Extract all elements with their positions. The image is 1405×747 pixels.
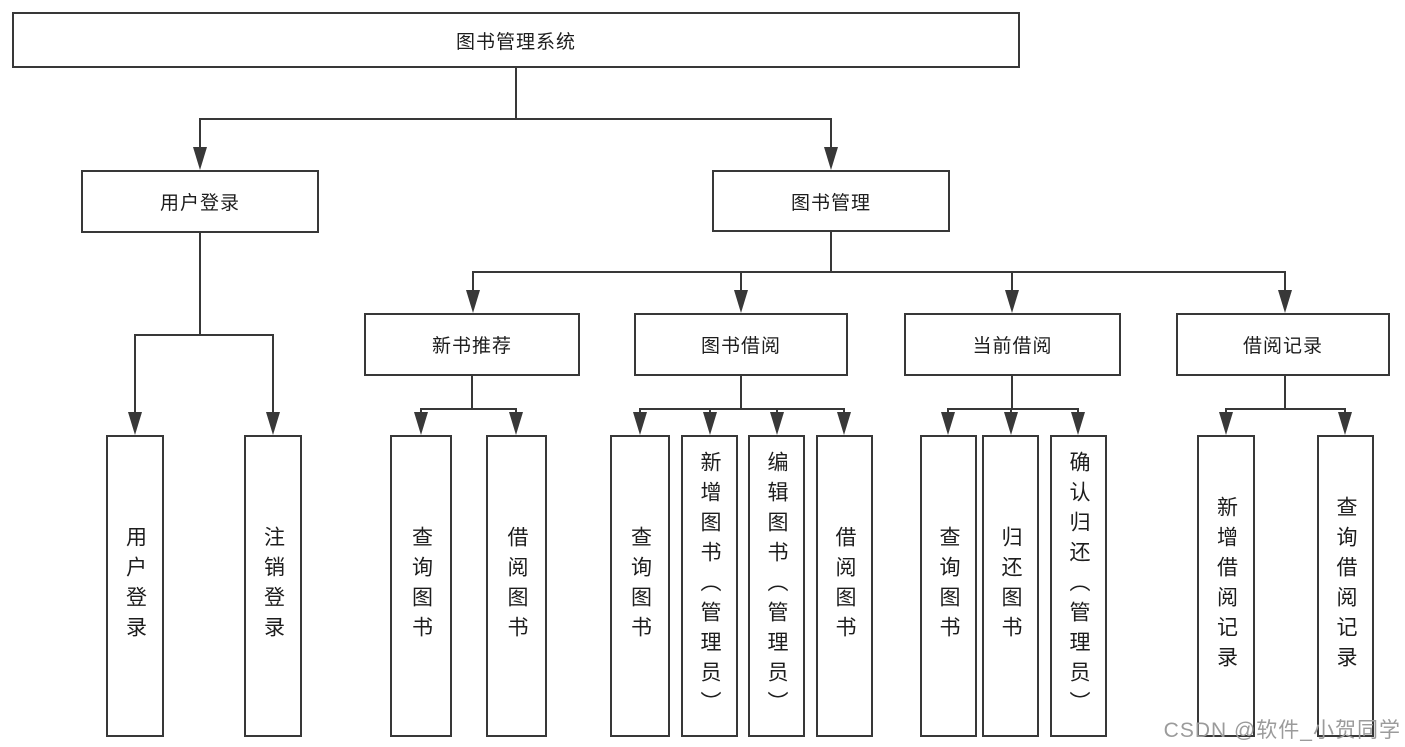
leaf-current-query-books: 查询图书 — [920, 435, 977, 737]
arrowhead-down-icon — [1338, 412, 1352, 435]
arrowhead-down-icon — [266, 412, 280, 435]
arrowhead-down-icon — [824, 147, 838, 170]
connector-line — [421, 408, 517, 410]
node-current-borrowing-label: 当前借阅 — [972, 336, 1053, 357]
leaf-borrowing-query-books-label: 查询图书 — [628, 526, 652, 646]
connector-line — [640, 408, 845, 410]
arrowhead-down-icon — [466, 290, 480, 313]
connector-line — [515, 68, 517, 118]
node-book-borrowing: 图书借阅 — [634, 313, 848, 376]
connector-line — [1226, 408, 1346, 410]
leaf-records-add-record-label: 新增借阅记录 — [1214, 496, 1238, 676]
connector-line — [830, 118, 832, 149]
leaf-newbook-query-books: 查询图书 — [390, 435, 452, 737]
connector-line — [471, 376, 473, 408]
leaf-current-return-books: 归还图书 — [982, 435, 1039, 737]
connector-line — [199, 118, 201, 149]
leaf-borrowing-edit-books-admin: 编辑图书（管理员） — [748, 435, 805, 737]
csdn-watermark: CSDN @软件_小贺同学 — [1163, 719, 1401, 742]
arrowhead-down-icon — [193, 147, 207, 170]
leaf-borrowing-borrow-books-label: 借阅图书 — [833, 526, 856, 646]
leaf-user-login-label: 用户登录 — [123, 526, 147, 646]
leaf-borrowing-query-books: 查询图书 — [610, 435, 670, 737]
leaf-newbook-borrow-books-label: 借阅图书 — [505, 526, 528, 646]
leaf-current-query-books-label: 查询图书 — [937, 526, 960, 646]
arrowhead-down-icon — [1004, 412, 1018, 435]
connector-line — [1284, 271, 1286, 292]
node-book-borrowing-label: 图书借阅 — [700, 336, 781, 357]
leaf-logout-label: 注销登录 — [261, 526, 285, 646]
leaf-current-confirm-return-admin-label: 确认归还（管理员） — [1067, 451, 1090, 721]
node-borrowing-records: 借阅记录 — [1176, 313, 1390, 376]
leaf-records-query-record-label: 查询借阅记录 — [1334, 496, 1357, 676]
leaf-records-add-record: 新增借阅记录 — [1197, 435, 1255, 737]
node-user-login: 用户登录 — [81, 170, 319, 233]
node-new-book-recommend: 新书推荐 — [364, 313, 580, 376]
node-book-management: 图书管理 — [712, 170, 950, 232]
leaf-logout: 注销登录 — [244, 435, 302, 737]
node-book-management-label: 图书管理 — [790, 192, 871, 214]
arrowhead-down-icon — [941, 412, 955, 435]
leaf-borrowing-add-books-admin-label: 新增图书（管理员） — [698, 451, 721, 721]
arrowhead-down-icon — [1071, 412, 1085, 435]
connector-line — [948, 408, 1079, 410]
arrowhead-down-icon — [770, 412, 784, 435]
leaf-borrowing-edit-books-admin-label: 编辑图书（管理员） — [765, 451, 788, 721]
node-current-borrowing: 当前借阅 — [904, 313, 1121, 376]
connector-line — [199, 118, 832, 120]
connector-line — [1011, 376, 1013, 408]
leaf-newbook-borrow-books: 借阅图书 — [486, 435, 547, 737]
connector-line — [740, 271, 742, 292]
connector-line — [830, 232, 832, 271]
arrowhead-down-icon — [1278, 290, 1292, 313]
arrowhead-down-icon — [734, 290, 748, 313]
leaf-user-login: 用户登录 — [106, 435, 164, 737]
connector-line — [472, 271, 1286, 273]
node-user-login-label: 用户登录 — [159, 193, 240, 214]
arrowhead-down-icon — [837, 412, 851, 435]
node-root-label: 图书管理系统 — [455, 31, 576, 53]
leaf-records-query-record: 查询借阅记录 — [1317, 435, 1374, 737]
arrowhead-down-icon — [128, 412, 142, 435]
connector-line — [134, 334, 136, 414]
connector-line — [1284, 376, 1286, 408]
arrowhead-down-icon — [509, 412, 523, 435]
leaf-current-return-books-label: 归还图书 — [999, 526, 1022, 646]
leaf-newbook-query-books-label: 查询图书 — [409, 526, 433, 646]
arrowhead-down-icon — [1005, 290, 1019, 313]
arrowhead-down-icon — [414, 412, 428, 435]
arrowhead-down-icon — [703, 412, 717, 435]
leaf-current-confirm-return-admin: 确认归还（管理员） — [1050, 435, 1107, 737]
connector-line — [199, 233, 201, 334]
arrowhead-down-icon — [1219, 412, 1233, 435]
node-root: 图书管理系统 — [12, 12, 1020, 68]
connector-line — [272, 334, 274, 414]
arrowhead-down-icon — [633, 412, 647, 435]
node-borrowing-records-label: 借阅记录 — [1242, 336, 1323, 357]
leaf-borrowing-add-books-admin: 新增图书（管理员） — [681, 435, 738, 737]
leaf-borrowing-borrow-books: 借阅图书 — [816, 435, 873, 737]
connector-line — [134, 334, 274, 336]
connector-line — [472, 271, 474, 292]
connector-line — [740, 376, 742, 408]
node-new-book-recommend-label: 新书推荐 — [431, 336, 512, 357]
connector-line — [1011, 271, 1013, 292]
